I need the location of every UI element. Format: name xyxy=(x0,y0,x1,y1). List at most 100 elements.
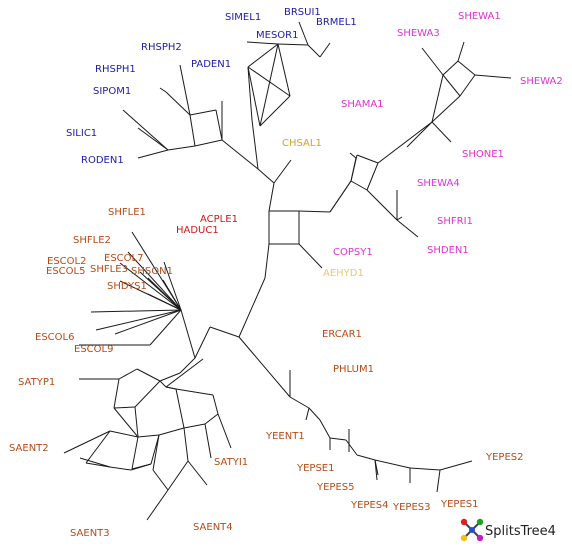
splitstree-logo-text: SplitsTree4 xyxy=(485,524,556,539)
taxon-label-shfle2: SHFLE2 xyxy=(73,235,111,246)
network-edge xyxy=(431,121,452,143)
network-edge xyxy=(329,180,352,213)
network-edge xyxy=(247,66,291,97)
network-edge xyxy=(167,460,189,491)
taxon-label-haduc1: HADUC1 xyxy=(176,225,219,236)
network-edge xyxy=(238,277,266,338)
network-edge xyxy=(319,42,331,58)
network-edge xyxy=(350,180,368,191)
taxon-label-yepes2: YEPES2 xyxy=(485,452,524,463)
network-edge xyxy=(85,430,111,464)
taxon-label-shfle1: SHFLE1 xyxy=(108,207,146,218)
taxon-label-brsui1: BRSUI1 xyxy=(284,7,321,18)
network-edge xyxy=(215,109,223,141)
network-edge xyxy=(137,127,169,151)
taxon-label-shson1: SHSON1 xyxy=(131,266,173,277)
network-edge xyxy=(113,406,136,409)
network-edge xyxy=(246,41,279,45)
network-edge xyxy=(247,66,253,121)
network-edge xyxy=(217,413,232,449)
network-edge xyxy=(165,386,177,390)
network-edge xyxy=(298,210,331,213)
network-edge xyxy=(194,139,223,147)
network-edge xyxy=(374,459,378,481)
network-edge xyxy=(247,43,279,68)
network-edge xyxy=(204,423,212,459)
taxon-label-yeent1: YEENT1 xyxy=(265,431,305,442)
network-edge xyxy=(183,427,189,462)
network-edge xyxy=(305,407,310,421)
taxon-label-shdys1: SHDYS1 xyxy=(107,281,147,292)
taxon-label-paden1: PADEN1 xyxy=(191,59,231,70)
network-edge xyxy=(264,243,270,279)
network-edge xyxy=(180,309,196,359)
network-edge xyxy=(442,74,461,97)
taxon-label-rhsph1: RHSPH1 xyxy=(95,64,136,75)
network-edge xyxy=(149,309,182,346)
network-edge xyxy=(179,357,196,374)
taxon-label-copsy1: COPSY1 xyxy=(333,247,373,258)
network-edge xyxy=(113,407,139,438)
network-edge xyxy=(163,261,182,311)
network-edge xyxy=(257,168,275,184)
network-edge xyxy=(431,95,461,123)
taxon-label-shfri1: SHFRI1 xyxy=(437,216,473,227)
taxon-label-shewa1: SHEWA1 xyxy=(458,11,501,22)
network-edge xyxy=(152,434,160,471)
network-edge xyxy=(131,231,182,311)
network-edge xyxy=(396,219,419,238)
taxon-label-yepse1: YEPSE1 xyxy=(296,463,335,474)
network-edge xyxy=(421,47,444,76)
network-edge xyxy=(238,336,291,398)
network-edge xyxy=(442,60,459,76)
network-edge xyxy=(134,380,161,408)
network-edge xyxy=(457,41,465,62)
network-edge xyxy=(79,457,111,468)
network-edge xyxy=(146,489,169,521)
taxon-label-saent3: SAENT3 xyxy=(70,528,110,539)
network-edge xyxy=(436,469,441,493)
network-edge xyxy=(159,372,181,382)
network-edge xyxy=(158,427,185,436)
network-edge xyxy=(63,430,111,454)
taxon-label-shone1: SHONE1 xyxy=(462,149,504,160)
taxon-label-yepes1: YEPES1 xyxy=(440,499,479,510)
network-edge xyxy=(298,21,309,46)
taxon-label-aehyd1: AEHYD1 xyxy=(323,268,364,279)
taxon-label-shewa2: SHEWA2 xyxy=(520,76,563,87)
network-edge xyxy=(406,121,433,148)
splitstree-logo-icon xyxy=(460,518,484,542)
taxon-label-simel1: SIMEL1 xyxy=(225,12,261,23)
taxon-label-escol9: ESCOL9 xyxy=(74,344,113,355)
network-edge xyxy=(377,121,433,164)
network-edges xyxy=(63,21,512,521)
taxon-label-shama1: SHAMA1 xyxy=(341,99,384,110)
network-edge xyxy=(194,326,211,359)
network-edge xyxy=(439,460,473,471)
network-edge xyxy=(289,396,310,409)
network-edge xyxy=(136,368,161,382)
taxon-label-shewa3: SHEWA3 xyxy=(397,28,440,39)
network-edge xyxy=(127,251,182,311)
network-edge xyxy=(396,216,403,221)
network-edge xyxy=(165,358,204,388)
network-edge xyxy=(179,64,191,116)
network-edge xyxy=(251,119,259,170)
network-edge xyxy=(209,326,240,338)
taxon-label-escol2: ESCOL2 xyxy=(47,256,86,267)
splitstree-logo: SplitsTree4 xyxy=(460,518,556,542)
network-edge xyxy=(137,149,169,159)
network-edge xyxy=(204,413,219,425)
network-edge xyxy=(307,44,321,58)
network-edge xyxy=(409,467,441,471)
network-edge xyxy=(114,309,182,335)
network-edge xyxy=(131,436,139,470)
network-edge xyxy=(459,74,476,97)
taxon-label-shewa4: SHEWA4 xyxy=(417,178,460,189)
network-edge xyxy=(431,74,444,123)
taxon-label-escol7: ESCOL7 xyxy=(104,253,143,264)
taxon-label-escol5: ESCOL5 xyxy=(46,266,85,277)
taxon-label-ercar1: ERCAR1 xyxy=(322,329,362,340)
network-edge xyxy=(298,243,323,269)
